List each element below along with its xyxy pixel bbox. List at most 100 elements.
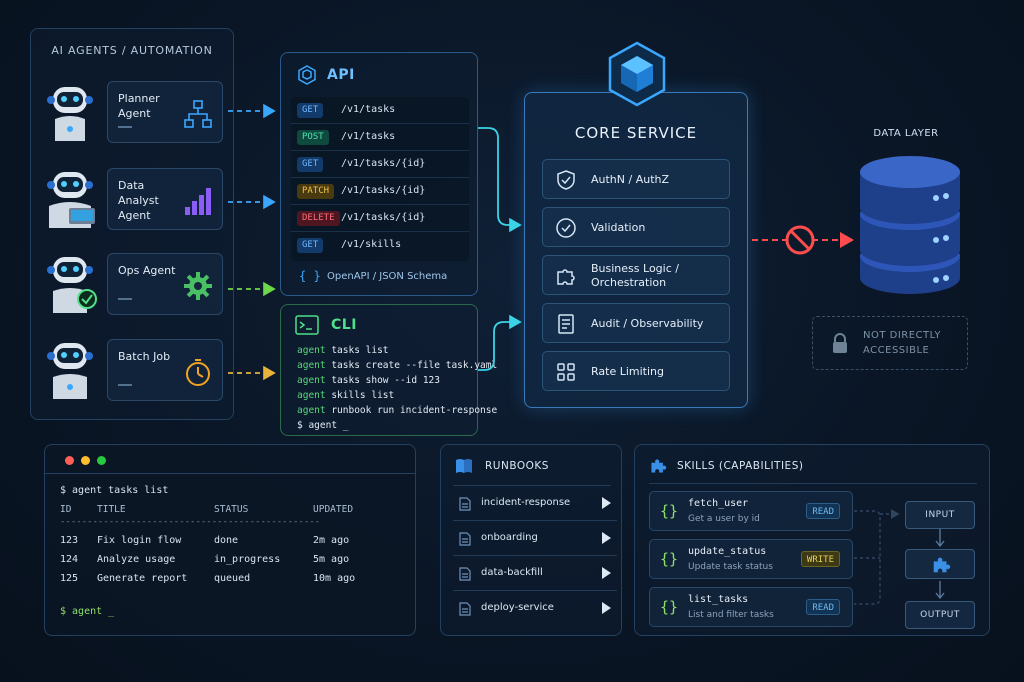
skill-name: update_status	[688, 546, 767, 557]
agent-planner[interactable]: Planner Agent	[39, 79, 225, 143]
api-endpoint-row[interactable]: POST /v1/tasks	[291, 124, 469, 151]
core-item-label: Validation	[591, 221, 646, 234]
core-item-auth[interactable]: AuthN / AuthZ	[542, 159, 730, 199]
grid-icon	[557, 363, 575, 381]
agent-card-planner[interactable]: Planner Agent	[107, 81, 223, 143]
agent-data-analyst[interactable]: Data Analyst Agent	[39, 166, 225, 230]
play-icon[interactable]	[602, 567, 611, 579]
agent-card-ops[interactable]: Ops Agent	[107, 253, 223, 315]
terminal-separator: ----------------------------------------…	[60, 517, 321, 527]
api-title: API	[327, 67, 355, 83]
database-icon	[860, 156, 960, 294]
api-endpoint-row[interactable]: GET /v1/tasks	[291, 97, 469, 124]
skill-description: Get a user by id	[688, 514, 760, 524]
http-method-badge: POST	[297, 130, 329, 145]
skill-card[interactable]: {} update_status Update task status WRIT…	[649, 539, 853, 579]
skill-description: List and filter tasks	[688, 610, 774, 620]
runbook-label: deploy-service	[481, 602, 554, 613]
agent-card-data-analyst[interactable]: Data Analyst Agent	[107, 168, 223, 230]
interface-to-core-arrows	[478, 127, 522, 371]
api-panel: API GET /v1/tasks POST /v1/tasks GET /v1…	[280, 52, 478, 296]
window-close-dot[interactable]	[65, 456, 74, 465]
terminal-col-status: STATUS	[214, 504, 249, 515]
runbook-item[interactable]: onboarding	[453, 522, 617, 556]
braces-icon: { }	[299, 269, 321, 283]
cli-command-line: agent runbook run incident-response	[297, 405, 498, 416]
document-icon	[558, 314, 574, 334]
agent-to-api-arrows	[228, 103, 276, 381]
runbooks-panel: RUNBOOKS incident-response onboarding da…	[440, 444, 622, 636]
agent-batch-job[interactable]: Batch Job	[39, 337, 225, 401]
http-method-badge: GET	[297, 238, 324, 253]
runbook-item[interactable]: deploy-service	[453, 592, 617, 626]
core-item-business-logic[interactable]: Business Logic / Orchestration	[542, 255, 730, 295]
org-chart-icon	[184, 100, 212, 128]
terminal-icon	[295, 315, 319, 335]
play-icon[interactable]	[602, 602, 611, 614]
runbook-item[interactable]: data-backfill	[453, 557, 617, 591]
core-item-label: AuthN / AuthZ	[591, 173, 670, 186]
skill-card[interactable]: {} fetch_user Get a user by id READ	[649, 491, 853, 531]
not-accessible-notice: NOT DIRECTLY ACCESSIBLE	[812, 316, 968, 370]
runbook-item[interactable]: incident-response	[453, 487, 617, 521]
play-icon[interactable]	[602, 497, 611, 509]
cli-command-line: agent tasks list	[297, 345, 389, 356]
flow-down-arrows	[935, 529, 945, 600]
book-icon	[456, 459, 472, 473]
skill-name: list_tasks	[688, 594, 749, 605]
terminal-titlebar-divider	[45, 473, 415, 474]
document-icon	[459, 602, 471, 616]
braces-icon: {}	[660, 550, 679, 568]
endpoint-path: /v1/skills	[341, 239, 402, 250]
http-method-badge: DELETE	[297, 211, 340, 226]
terminal-cell: 124	[60, 554, 79, 565]
http-method-badge: PATCH	[297, 184, 335, 199]
terminal-cell: Analyze usage	[97, 554, 176, 565]
skill-description: Update task status	[688, 562, 773, 572]
terminal-command: $ agent tasks list	[60, 485, 169, 496]
play-icon[interactable]	[602, 532, 611, 544]
agent-label: Planner Agent	[118, 92, 160, 120]
braces-icon: {}	[660, 598, 679, 616]
window-maximize-dot[interactable]	[97, 456, 106, 465]
runbooks-title: RUNBOOKS	[485, 460, 549, 472]
terminal-col-id: ID	[60, 504, 72, 515]
core-item-validation[interactable]: Validation	[542, 207, 730, 247]
permission-badge: WRITE	[800, 551, 840, 567]
cli-command-line: agent tasks show --id 123	[297, 375, 440, 386]
api-endpoint-row[interactable]: GET /v1/skills	[291, 232, 469, 259]
terminal-prompt[interactable]: $ agent _	[60, 606, 115, 617]
core-item-label: Rate Limiting	[591, 365, 664, 378]
terminal-cell: 123	[60, 535, 79, 546]
agents-panel: AI AGENTS / AUTOMATION Planner Agent	[30, 28, 234, 420]
window-minimize-dot[interactable]	[81, 456, 90, 465]
agent-card-batch-job[interactable]: Batch Job	[107, 339, 223, 401]
agent-ops[interactable]: Ops Agent	[39, 251, 225, 315]
terminal-cell: done	[214, 535, 239, 546]
endpoint-path: /v1/tasks/{id}	[341, 158, 426, 169]
api-endpoint-row[interactable]: DELETE /v1/tasks/{id}	[291, 205, 469, 232]
blocked-data-access	[752, 225, 854, 255]
skill-card[interactable]: {} list_tasks List and filter tasks READ	[649, 587, 853, 627]
document-icon	[459, 567, 471, 581]
agent-label: Data Analyst Agent	[118, 179, 159, 222]
core-item-label: Business Logic / Orchestration	[591, 262, 679, 289]
core-item-audit[interactable]: Audit / Observability	[542, 303, 730, 343]
robot-avatar-icon	[47, 172, 95, 228]
cli-command-line: agent skills list	[297, 390, 395, 401]
terminal-cell: 5m ago	[313, 554, 350, 565]
api-endpoint-row[interactable]: GET /v1/tasks/{id}	[291, 151, 469, 178]
cli-command-line: agent tasks create --file task.yaml	[297, 360, 498, 371]
api-endpoint-row[interactable]: PATCH /v1/tasks/{id}	[291, 178, 469, 205]
skills-divider	[649, 483, 977, 484]
robot-avatar-icon	[47, 257, 97, 313]
cli-title: CLI	[331, 317, 357, 333]
core-service-panel: CORE SERVICE AuthN / AuthZ Validation Bu…	[524, 92, 748, 408]
agent-divider	[118, 126, 132, 128]
terminal-cell: 10m ago	[313, 573, 356, 584]
document-icon	[459, 532, 471, 546]
core-item-rate-limiting[interactable]: Rate Limiting	[542, 351, 730, 391]
permission-badge: READ	[806, 503, 840, 519]
endpoint-path: /v1/tasks/{id}	[341, 212, 426, 223]
cli-prompt[interactable]: $ agent _	[297, 420, 349, 431]
